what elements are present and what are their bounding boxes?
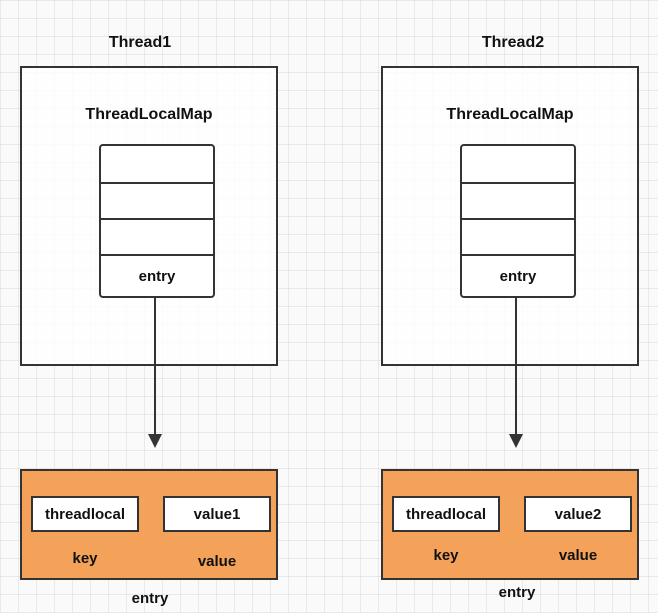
thread1-key-field: threadlocal	[31, 496, 139, 532]
thread2-value-field: value2	[524, 496, 632, 532]
thread1-box: ThreadLocalMap entry	[20, 66, 278, 366]
thread1-key-label: key	[72, 550, 98, 567]
thread2-entry-box: threadlocal value2 key value	[381, 469, 639, 580]
map-slot	[101, 182, 213, 220]
thread1-map-entry-slot: entry	[138, 267, 176, 285]
map-slot	[462, 146, 574, 184]
thread1-threadlocalmap: entry	[99, 144, 215, 298]
map-slot	[462, 218, 574, 256]
thread2-key-label: key	[433, 547, 459, 564]
thread1-entry-box: threadlocal value1 key value	[20, 469, 278, 580]
map-slot	[101, 146, 213, 184]
thread2-map-entry-slot: entry	[499, 267, 537, 285]
thread2-entry-caption: entry	[498, 584, 536, 601]
thread2-key-field: threadlocal	[392, 496, 500, 532]
thread2-value-label: value	[558, 547, 598, 564]
thread1-value-field: value1	[163, 496, 271, 532]
map-slot	[101, 218, 213, 256]
map-slot	[462, 182, 574, 220]
thread1-entry-caption: entry	[131, 590, 169, 607]
thread2-threadlocalmap: entry	[460, 144, 576, 298]
thread1-map-title: ThreadLocalMap	[85, 106, 213, 123]
thread2-map-title: ThreadLocalMap	[446, 106, 574, 123]
thread2-box: ThreadLocalMap entry	[381, 66, 639, 366]
thread1-value-label: value	[197, 553, 237, 570]
thread1-title: Thread1	[108, 34, 172, 51]
thread2-title: Thread2	[481, 34, 545, 51]
